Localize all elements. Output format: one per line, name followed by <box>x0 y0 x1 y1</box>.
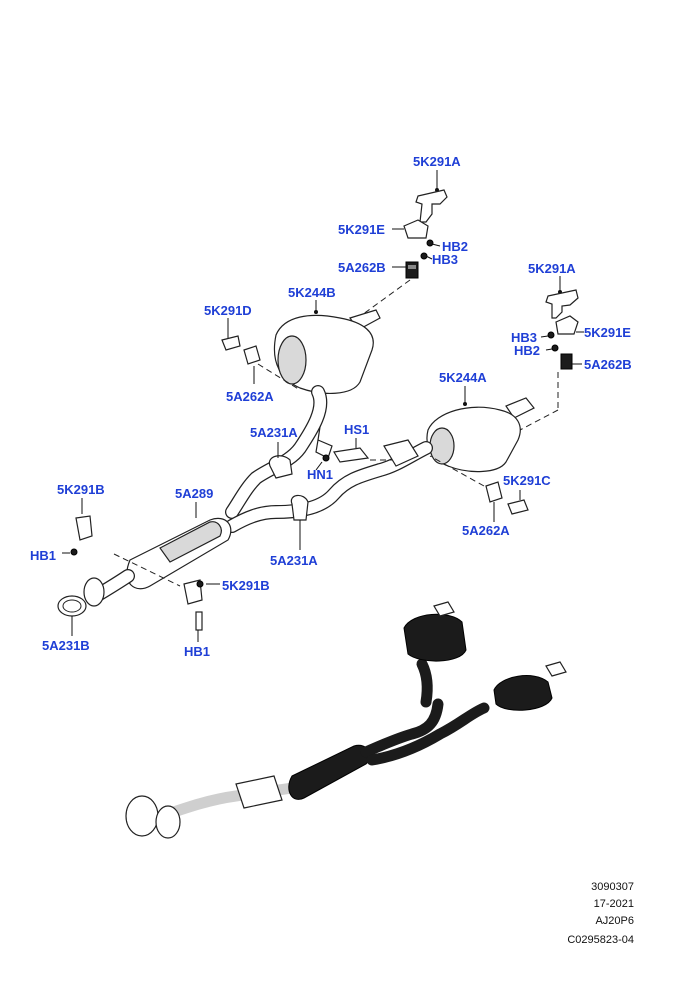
clamp-5A231B <box>57 595 87 636</box>
callout-5A262B-upper: 5A262B <box>338 260 386 275</box>
hanger-5K291B-left <box>62 498 93 556</box>
callout-5A231B: 5A231B <box>42 638 90 653</box>
callout-HB1-left: HB1 <box>30 548 56 563</box>
hanger-5K291C <box>429 455 529 522</box>
callout-5K291B-centre: 5K291B <box>222 578 270 593</box>
callout-5K291A-right: 5K291A <box>528 261 576 276</box>
hanger-5K291B-centre <box>183 579 220 642</box>
resonator-5A289 <box>83 502 232 607</box>
callout-5K244B: 5K244B <box>288 285 336 300</box>
muffler-5K244B <box>273 300 381 441</box>
hanger-assembly-right <box>519 276 584 431</box>
clamp-5A231A-lower <box>290 494 309 550</box>
callout-5A262A-right: 5A262A <box>462 523 510 538</box>
callout-5K291C: 5K291C <box>503 473 551 488</box>
callout-HN1: HN1 <box>307 467 333 482</box>
callout-5A231A-lower: 5A231A <box>270 553 318 568</box>
callout-5A262B-right: 5A262B <box>584 357 632 372</box>
callout-5K291E-upper: 5K291E <box>338 222 385 237</box>
overview-assembly <box>125 601 567 839</box>
muffler-5K244A <box>426 386 535 473</box>
reference-line-3: AJ20P6 <box>595 915 634 927</box>
callout-5A262A-left: 5A262A <box>226 389 274 404</box>
callout-5K291E-right: 5K291E <box>584 325 631 340</box>
callout-HB1-centre: HB1 <box>184 644 210 659</box>
reference-line-4: C0295823-04 <box>567 934 634 946</box>
callout-5K291B-left: 5K291B <box>57 482 105 497</box>
callout-HS1: HS1 <box>344 422 369 437</box>
callout-5K291A-upper: 5K291A <box>413 154 461 169</box>
callout-5K244A: 5K244A <box>439 370 487 385</box>
reference-line-1: 3090307 <box>591 881 634 893</box>
clamp-5A231A-upper <box>268 442 293 479</box>
callout-HB3-upper: HB3 <box>432 252 458 267</box>
callout-HB2-right: HB2 <box>514 343 540 358</box>
hanger-5K291D <box>221 318 301 391</box>
callout-5A231A-upper: 5A231A <box>250 425 298 440</box>
heat-shield-HS1 <box>315 438 392 471</box>
reference-line-2: 17-2021 <box>594 898 634 910</box>
reference-block: 3090307 17-2021 AJ20P6 C0295823-04 <box>567 881 634 946</box>
callout-HB2-upper: HB2 <box>442 239 468 254</box>
callout-labels: 5K291A 5K291E HB2 HB3 5A262B 5K244B 5K29… <box>30 154 632 659</box>
callout-5A289: 5A289 <box>175 486 213 501</box>
callout-5K291D: 5K291D <box>204 303 252 318</box>
callout-HB3-right: HB3 <box>511 330 537 345</box>
